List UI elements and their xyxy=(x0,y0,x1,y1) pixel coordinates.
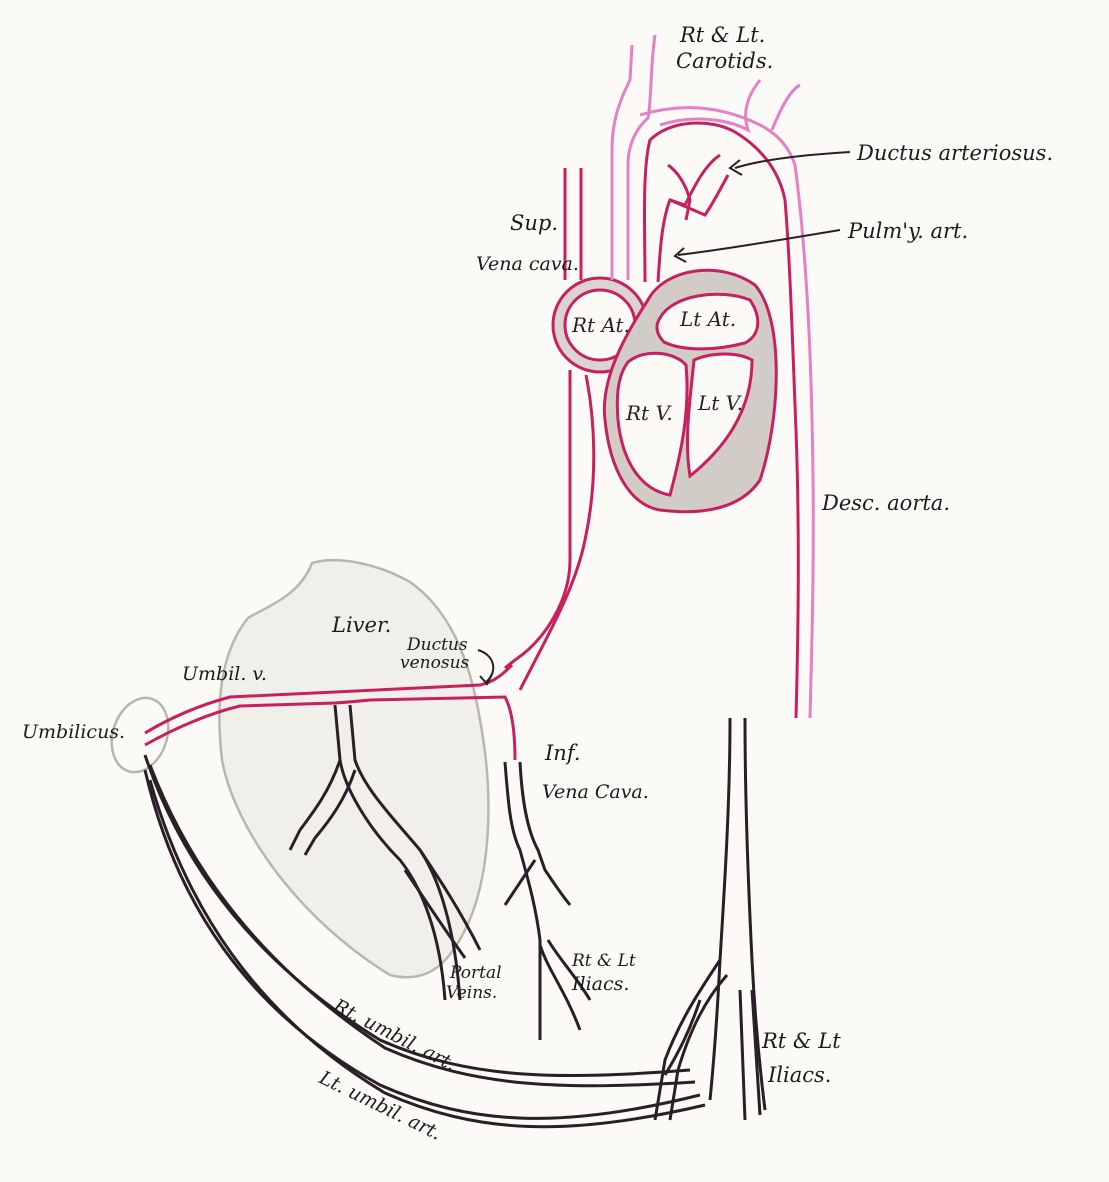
label-pointers xyxy=(675,152,850,262)
label-descending-aorta: Desc. aorta. xyxy=(821,491,950,515)
inferior-vena-cava-lower xyxy=(505,762,590,1040)
label-left-ventricle: Lt V. xyxy=(697,391,743,415)
label-iliacs-inner-line2: Iliacs. xyxy=(571,973,629,995)
label-ductus-arteriosus: Ductus arteriosus. xyxy=(856,141,1053,165)
label-umbilicus: Umbilicus. xyxy=(22,721,125,743)
label-left-atrium: Lt At. xyxy=(679,307,736,331)
label-ductus-venosus-line1: Ductus xyxy=(406,635,468,655)
label-sup-vena-cava-line2: Vena cava. xyxy=(476,253,579,275)
pulmonary-artery-pointer xyxy=(678,230,840,255)
label-ductus-venosus-line2: venosus xyxy=(400,653,470,673)
label-sup-vena-cava-line1: Sup. xyxy=(510,211,558,235)
label-umbilical-vein: Umbil. v. xyxy=(182,663,267,685)
label-iliacs-outer-line2: Iliacs. xyxy=(767,1063,831,1087)
label-iliacs-inner-line1: Rt & Lt xyxy=(571,951,636,971)
label-inf-vena-cava-line2: Vena Cava. xyxy=(542,781,649,803)
label-portal-veins-line1: Portal xyxy=(449,963,502,983)
label-pulmonary-artery: Pulm'y. art. xyxy=(847,219,968,243)
label-liver: Liver. xyxy=(331,613,391,637)
label-right-atrium: Rt At. xyxy=(571,313,630,337)
label-carotids-line1: Rt & Lt. xyxy=(679,23,765,47)
label-lt-umbilical-artery: Lt. umbil. art. xyxy=(315,1066,445,1145)
inferior-vena-cava-upper xyxy=(505,370,594,690)
label-inf-vena-cava-line1: Inf. xyxy=(544,741,581,765)
label-portal-veins-line2: Veins. xyxy=(446,983,497,1003)
label-iliacs-outer-line1: Rt & Lt xyxy=(761,1029,841,1053)
label-carotids-line2: Carotids. xyxy=(676,49,773,73)
label-rt-umbilical-artery: Rt. umbil. art. xyxy=(329,994,460,1075)
label-right-ventricle: Rt V. xyxy=(625,401,673,425)
